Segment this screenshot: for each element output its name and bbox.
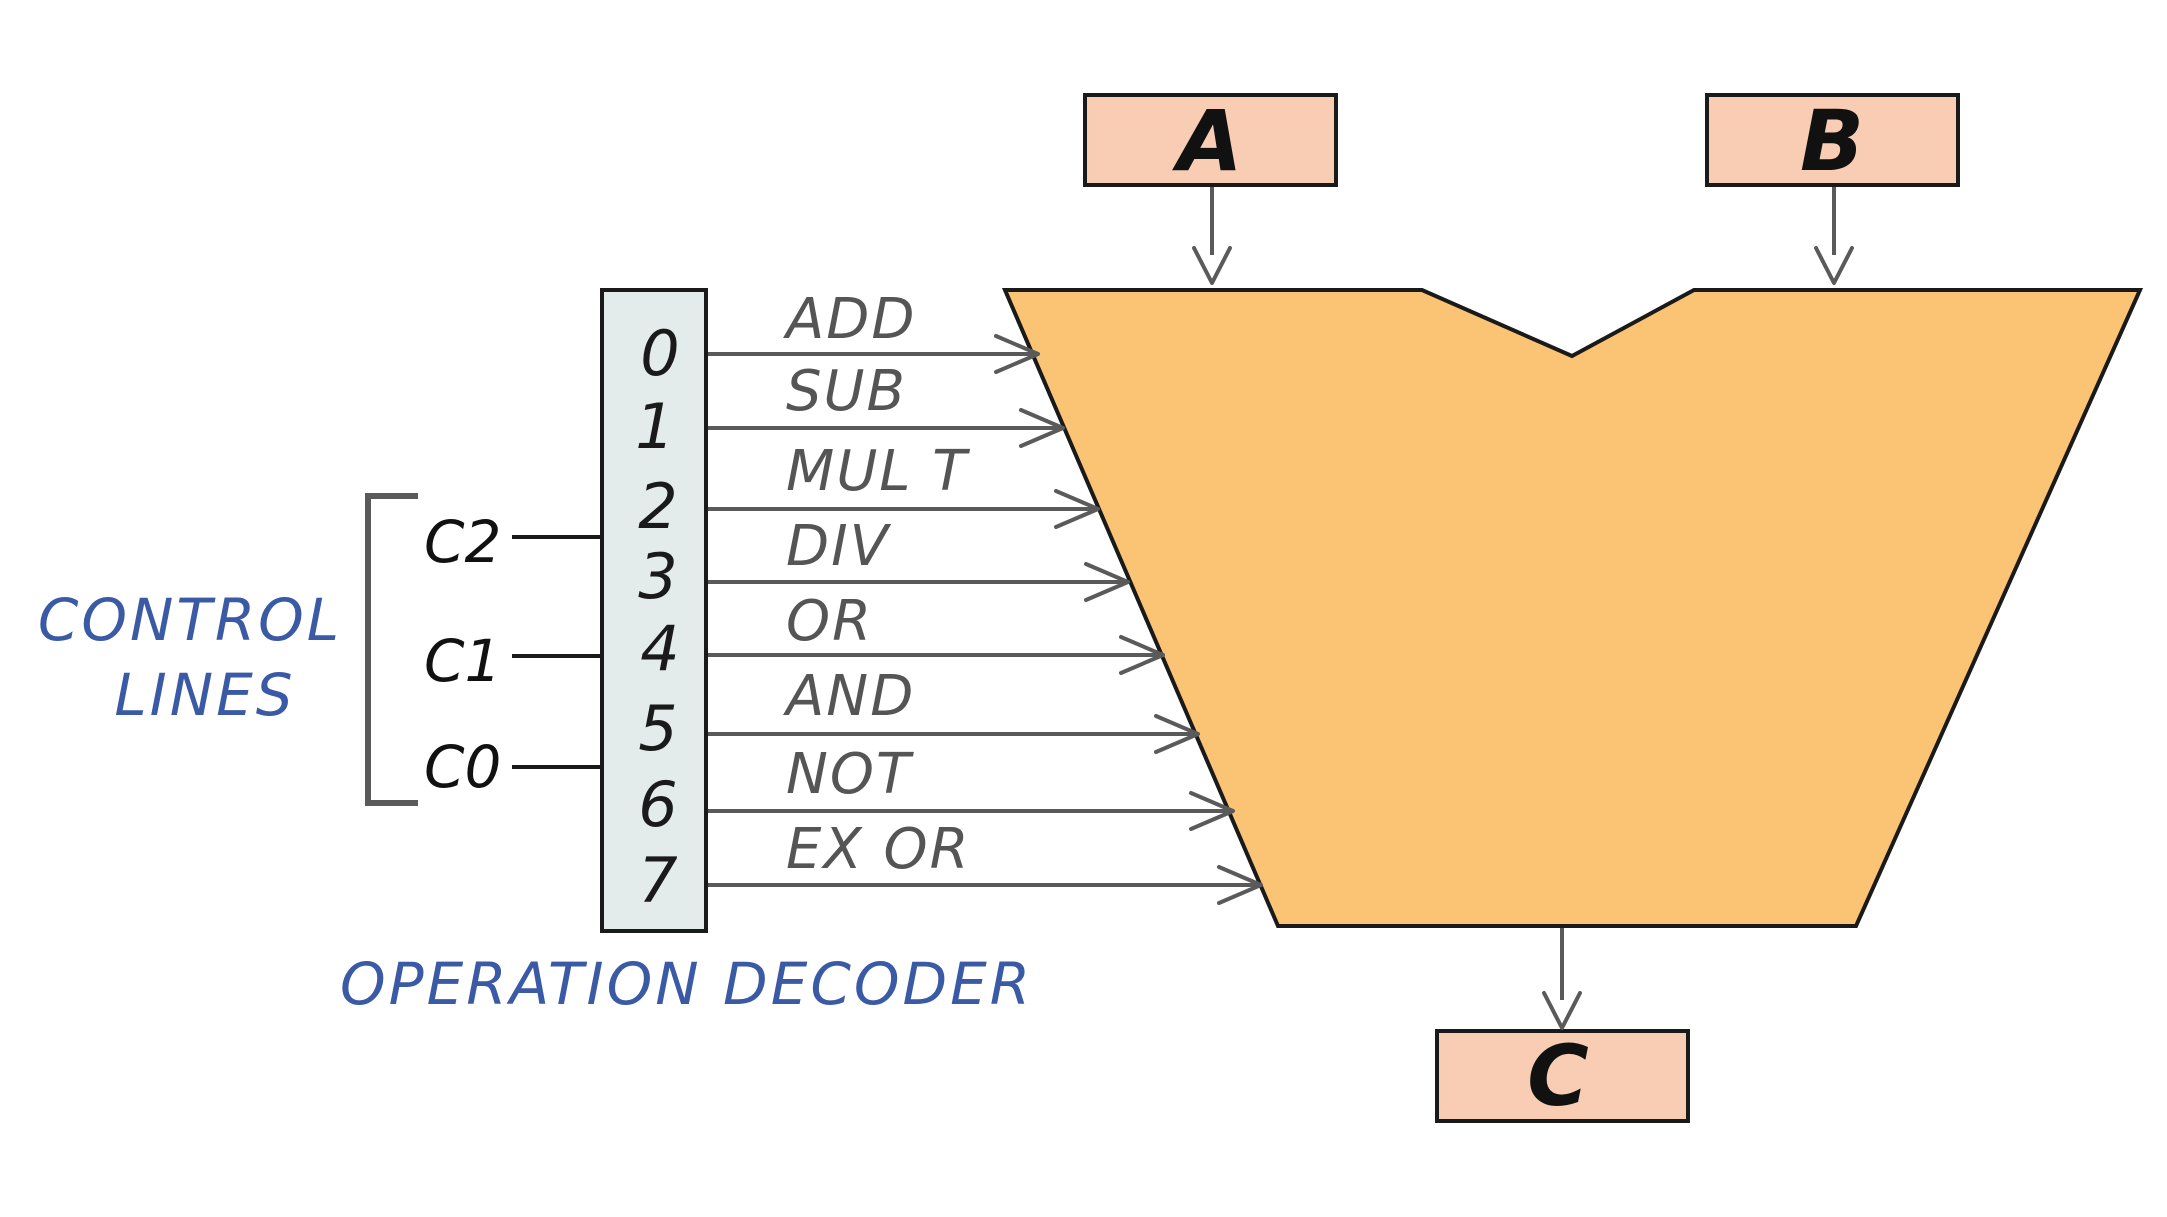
register-b-label: B <box>1800 92 1864 190</box>
operation-arrow <box>708 714 1200 754</box>
operation-arrows <box>708 334 1263 905</box>
decoder-output-1: 1 <box>635 390 674 463</box>
operation-decoder-box <box>600 288 708 933</box>
control-label-c2: C2 <box>424 508 501 576</box>
operation-labels: ADD SUB MUL T DIV OR AND NOT EX OR <box>783 287 971 882</box>
control-lines-caption-line2: LINES <box>114 661 295 729</box>
operation-arrow <box>708 865 1263 905</box>
op-label-mult: MUL T <box>786 439 970 504</box>
op-label-sub: SUB <box>786 359 907 424</box>
control-lines-bracket <box>365 493 418 806</box>
op-label-add: ADD <box>783 287 917 352</box>
operation-arrow <box>708 408 1065 448</box>
operation-arrow <box>708 334 1040 374</box>
operation-decoder-caption: OPERATION DECODER <box>340 950 1033 1018</box>
arrow-a-to-alu <box>1192 187 1232 285</box>
decoder-output-4: 4 <box>640 612 679 685</box>
decoder-output-6: 6 <box>638 768 677 841</box>
decoder-output-7: 7 <box>638 844 677 917</box>
decoder-output-3: 3 <box>638 540 677 613</box>
register-a: A <box>1083 92 1338 190</box>
alu-body <box>1001 288 2144 928</box>
register-c-label: C <box>1527 1027 1589 1125</box>
arrow-b-to-alu <box>1814 187 1854 285</box>
control-line-labels: C2 C1 C0 <box>424 508 501 801</box>
control-label-c1: C1 <box>424 627 501 695</box>
decoder-output-0: 0 <box>640 317 679 390</box>
control-line-wires <box>512 535 602 769</box>
operation-arrow <box>708 791 1235 831</box>
decoder-output-2: 2 <box>638 470 677 543</box>
control-label-c0: C0 <box>424 733 501 801</box>
arrow-alu-to-c <box>1542 928 1582 1030</box>
operation-arrow <box>708 489 1100 529</box>
control-lines-caption-line1: CONTROL <box>38 586 342 654</box>
operation-arrow <box>708 635 1165 675</box>
op-label-ex-or: EX OR <box>786 817 971 882</box>
register-a-label: A <box>1171 92 1242 190</box>
operation-arrow <box>708 562 1130 602</box>
op-label-or: OR <box>786 589 873 654</box>
register-b: B <box>1705 92 1960 190</box>
op-label-and: AND <box>783 664 915 729</box>
register-c: C <box>1435 1027 1690 1125</box>
op-label-not: NOT <box>786 742 914 807</box>
op-label-div: DIV <box>786 514 892 579</box>
decoder-output-5: 5 <box>638 692 677 765</box>
decoder-output-indices: 0 1 2 3 4 5 6 7 <box>635 317 679 917</box>
